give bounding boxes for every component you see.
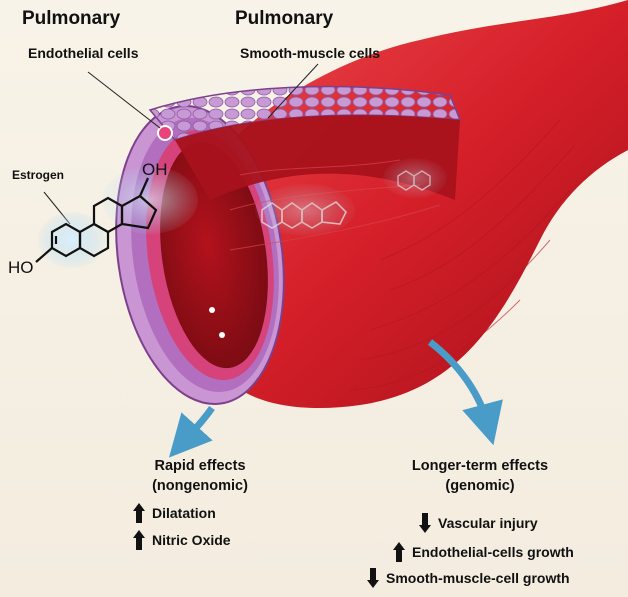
longer-effects-title-line2: (genomic) — [445, 478, 515, 494]
longer-effects-arrow — [427, 339, 503, 446]
decrease-arrow-icon — [366, 568, 380, 588]
estrogen-molecule — [35, 177, 158, 263]
longer-effect-text: Smooth-muscle-cell growth — [386, 570, 570, 586]
rapid-effect-text: Dilatation — [152, 505, 216, 521]
endothelial-cell-dot — [157, 125, 173, 141]
rapid-effects-title-line1: Rapid effects — [154, 458, 246, 474]
longer-effects-title-line1: Longer-term effects — [411, 458, 549, 474]
ho-group-label: HO — [8, 258, 34, 277]
vessel-texture — [349, 119, 576, 391]
rapid-effect-item: Nitric Oxide — [132, 530, 231, 550]
estrogen-molecule-inner-2 — [383, 158, 447, 198]
increase-arrow-icon — [392, 542, 406, 562]
endothelial-cells-label: Endothelial cells — [28, 45, 139, 61]
rapid-effect-text: Nitric Oxide — [152, 532, 231, 548]
increase-arrow-icon — [132, 503, 146, 523]
longer-effect-item: Smooth-muscle-cell growth — [366, 568, 570, 588]
estrogen-molecule-inner-1 — [255, 184, 355, 236]
pulmonary-left-label: Pulmonary — [22, 8, 121, 29]
oh-group-label: OH — [142, 160, 168, 179]
rapid-effect-item: Dilatation — [132, 503, 216, 523]
longer-effects-title: Longer-term effects (genomic) — [390, 456, 570, 496]
pulmonary-right-label: Pulmonary — [235, 8, 334, 29]
increase-arrow-icon — [132, 530, 146, 550]
smooth-muscle-leader — [267, 63, 319, 119]
decrease-arrow-icon — [418, 513, 432, 533]
estrogen-label: Estrogen — [12, 168, 65, 182]
rapid-effects-title-line2: (nongenomic) — [152, 478, 248, 494]
longer-effect-text: Vascular injury — [438, 515, 538, 531]
rapid-effects-arrow — [168, 405, 215, 458]
rapid-effects-title: Rapid effects (nongenomic) — [130, 456, 270, 496]
endothelial-leader — [87, 71, 161, 129]
smooth-muscle-cells-label: Smooth-muscle cells — [240, 45, 381, 61]
longer-effect-text: Endothelial-cells growth — [412, 544, 574, 560]
longer-effect-item: Endothelial-cells growth — [392, 542, 574, 562]
longer-effect-item: Vascular injury — [418, 513, 538, 533]
